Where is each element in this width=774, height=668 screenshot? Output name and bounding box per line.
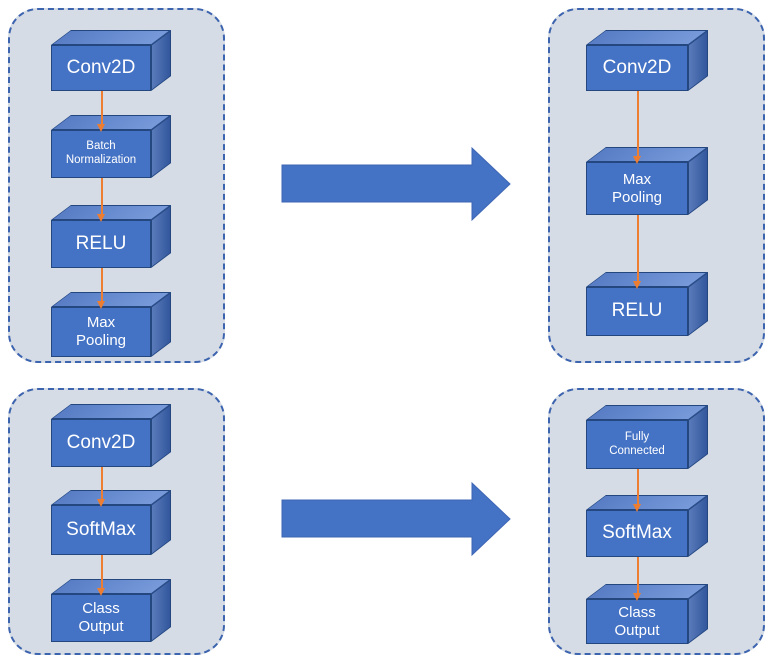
connector-arrow — [97, 91, 106, 132]
block-label: Fully Connected — [586, 420, 688, 469]
connector-arrow — [97, 555, 106, 596]
block-label: Conv2D — [51, 419, 151, 467]
block-softmax: SoftMax — [586, 494, 708, 557]
block-conv2d: Conv2D — [51, 29, 171, 91]
panel-top-left: Conv2D Batch Normalization RELU Max Pool… — [8, 8, 225, 363]
flow-arrow-top — [281, 146, 511, 222]
block-label: Class Output — [51, 594, 151, 642]
panel-bottom-right: Fully Connected SoftMax Class Output — [548, 388, 765, 655]
connector-arrow — [633, 215, 642, 289]
connector-arrow — [97, 467, 106, 507]
block-max-pooling: Max Pooling — [586, 146, 708, 215]
block-relu: RELU — [586, 271, 708, 336]
block-relu: RELU — [51, 204, 171, 268]
block-conv2d: Conv2D — [51, 403, 171, 467]
connector-arrow — [97, 178, 106, 222]
block-class-output: Class Output — [586, 583, 708, 644]
connector-arrow — [633, 469, 642, 512]
block-batch-normalization: Batch Normalization — [51, 114, 171, 178]
panel-bottom-left: Conv2D SoftMax Class Output — [8, 388, 225, 655]
block-label: SoftMax — [586, 510, 688, 557]
block-label: Conv2D — [51, 45, 151, 91]
connector-arrow — [633, 557, 642, 601]
block-label: Max Pooling — [586, 162, 688, 215]
flow-arrow-bottom — [281, 481, 511, 557]
block-conv2d: Conv2D — [586, 29, 708, 91]
block-label: Max Pooling — [51, 307, 151, 357]
connector-arrow — [633, 91, 642, 164]
block-fully-connected: Fully Connected — [586, 404, 708, 469]
block-label: Class Output — [586, 599, 688, 644]
block-label: SoftMax — [51, 505, 151, 555]
block-label: RELU — [586, 287, 688, 336]
block-softmax: SoftMax — [51, 489, 171, 555]
panel-top-right: Conv2D Max Pooling RELU — [548, 8, 765, 363]
block-class-output: Class Output — [51, 578, 171, 642]
block-label: Conv2D — [586, 45, 688, 91]
block-label: RELU — [51, 220, 151, 268]
block-label: Batch Normalization — [51, 130, 151, 178]
block-max-pooling: Max Pooling — [51, 291, 171, 357]
connector-arrow — [97, 268, 106, 309]
